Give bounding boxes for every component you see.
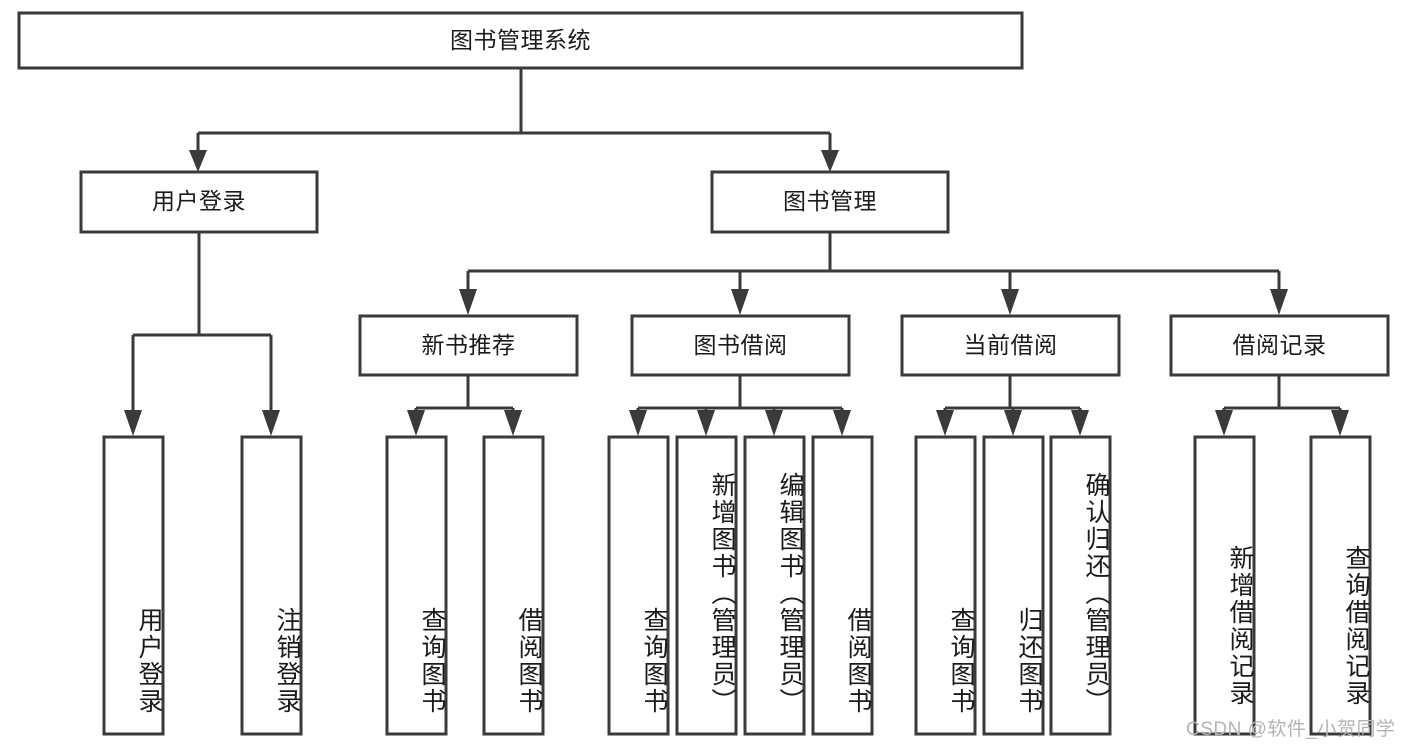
arrowhead-borrowrecords-leaf1 (1215, 410, 1233, 436)
arrowhead-book-borrow (731, 289, 749, 315)
arrowhead-currentborrow-leaf2 (1004, 410, 1022, 436)
node-box-leaf-user-login[interactable] (102, 435, 165, 736)
arrowhead-leaf-logout (262, 410, 280, 436)
arrowhead-current-borrow (1001, 289, 1019, 315)
node-box-leaf-query-book-2[interactable] (607, 435, 670, 736)
node-box-root[interactable] (17, 11, 1024, 70)
node-box-leaf-add-book[interactable] (675, 435, 738, 736)
arrowhead-currentborrow-leaf1 (936, 410, 954, 436)
node-box-leaf-add-record[interactable] (1193, 435, 1256, 736)
arrowhead-newbook-leaf1 (407, 410, 425, 436)
arrowhead-new-book-recommend (459, 289, 477, 315)
node-box-book-borrow[interactable] (630, 314, 851, 377)
node-box-leaf-return-book[interactable] (982, 435, 1045, 736)
arrowhead-bookborrow-leaf4 (833, 410, 851, 436)
node-box-user-login[interactable] (79, 170, 319, 234)
arrowhead-borrowrecords-leaf2 (1331, 410, 1349, 436)
node-box-leaf-confirm-return[interactable] (1049, 435, 1112, 736)
node-box-leaf-query-record[interactable] (1309, 435, 1372, 736)
arrowhead-to-book-management (821, 150, 839, 172)
arrowhead-bookborrow-leaf2 (697, 410, 715, 436)
node-box-leaf-edit-book[interactable] (743, 435, 806, 736)
arrowhead-bookborrow-leaf3 (765, 410, 783, 436)
node-box-new-book-recommend[interactable] (358, 314, 579, 377)
node-box-leaf-logout[interactable] (240, 435, 303, 736)
node-box-book-management[interactable] (710, 170, 950, 234)
arrowhead-newbook-leaf2 (504, 410, 522, 436)
node-box-leaf-query-book-3[interactable] (914, 435, 977, 736)
arrowhead-bookborrow-leaf1 (629, 410, 647, 436)
node-box-leaf-query-book-1[interactable] (385, 435, 448, 736)
node-box-borrow-records[interactable] (1169, 314, 1390, 377)
node-box-leaf-borrow-book-2[interactable] (811, 435, 874, 736)
arrowhead-to-user-login (189, 150, 207, 172)
arrowhead-leaf-user-login (124, 410, 142, 436)
arrowhead-borrow-records (1270, 289, 1288, 315)
node-box-leaf-borrow-book-1[interactable] (482, 435, 545, 736)
node-box-current-borrow[interactable] (900, 314, 1121, 377)
arrowhead-currentborrow-leaf3 (1071, 410, 1089, 436)
